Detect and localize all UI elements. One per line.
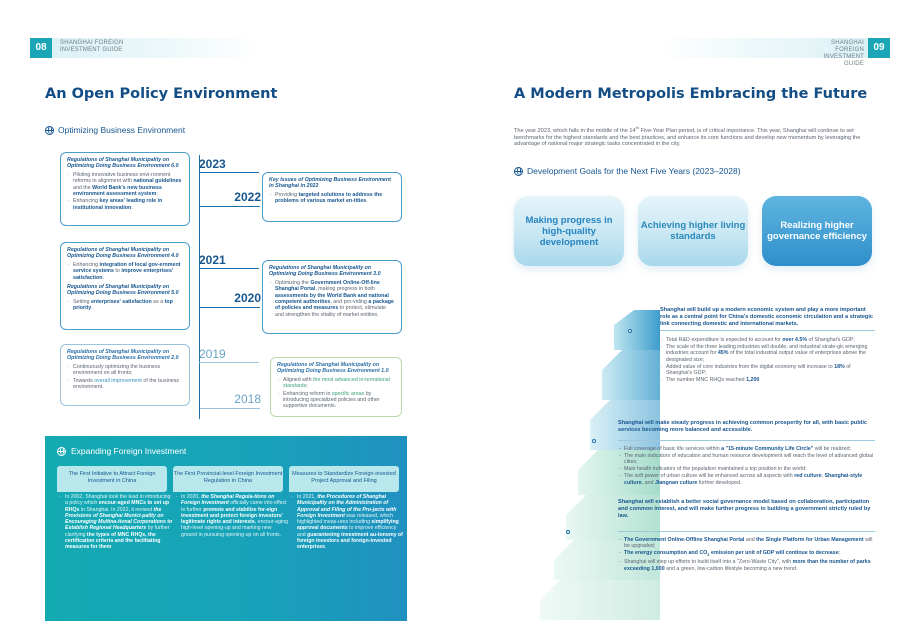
goal-1-item-2: The scale of the three leading industrie…: [660, 344, 875, 363]
box-2019-item-1: Continuously optimizing the business env…: [67, 364, 183, 377]
goal-card-2: Achieving higher living standards: [638, 196, 748, 266]
globe-icon: [57, 446, 66, 456]
goal-3-heading: Shanghai will establish a better social …: [618, 499, 871, 519]
goal-3-item-1: The Government Online-Offline Shanghai P…: [618, 537, 875, 550]
left-page-title: An Open Policy Environment: [45, 86, 278, 102]
box-2018: Regulations of Shanghai Municipality on …: [270, 357, 402, 417]
connector-2022: [200, 206, 260, 207]
left-header-strip: [30, 38, 260, 58]
goal-marker-2: [592, 439, 596, 443]
goal-divider-2: [618, 440, 875, 441]
box-2023: Regulations of Shanghai Municipality on …: [60, 152, 190, 226]
foreign-tab-3: Measures to Standardize Foreign-invested…: [289, 466, 399, 492]
timeline-spine: [199, 155, 201, 419]
box-2021-item-2: Setting enterprises' satisfaction as a t…: [67, 299, 183, 312]
goal-2-item-3: Main health indicators of the population…: [618, 466, 875, 473]
year-2019: 2019: [199, 347, 259, 363]
goal-3-item-3: Shanghai will step up efforts to build i…: [618, 559, 875, 572]
globe-icon: [45, 125, 54, 135]
goal-divider-3: [618, 531, 875, 532]
goal-card-1: Making progress in high-quality developm…: [514, 196, 624, 266]
box-2020-item-1: Optimizing the Government Online-Off-lin…: [269, 280, 395, 318]
goal-2-item-2: The main indicators of education and hum…: [618, 453, 875, 466]
box-2021: Regulations of Shanghai Municipality on …: [60, 242, 190, 330]
connector-2018: [200, 408, 260, 409]
goal-marker-3: [566, 530, 570, 534]
goal-1-item-3: Added value of core industries from the …: [660, 364, 875, 377]
box-2023-item-1: Piloting innovative business envi-ronmen…: [67, 172, 183, 198]
right-header-text: SHANGHAI FOREIGN INVESTMENT GUIDE: [823, 40, 864, 67]
goal-marker-1: [628, 329, 632, 333]
foreign-tab-1: The First Initiative to Attract Foreign …: [57, 466, 167, 492]
year-2018: 2018: [234, 392, 261, 406]
box-2018-item-2: Enhancing reform in specific areas by in…: [277, 391, 395, 410]
left-page-number: 08: [30, 38, 52, 58]
foreign-tab-2: The First Provincial-level Foreign Inves…: [173, 466, 283, 492]
goal-3-item-2: The energy consumption and CO2 emission …: [618, 550, 875, 558]
goal-2-list: Full coverage of basic life services wit…: [618, 446, 875, 486]
goal-2-heading: Shanghai will make steady progress in ac…: [618, 420, 867, 433]
connector-2020: [200, 307, 260, 308]
goal-2-item-1: Full coverage of basic life services wit…: [618, 446, 875, 453]
box-2022-item-1: Providing targeted solutions to address …: [269, 192, 395, 205]
intro-paragraph: The year 2023, which falls in the middle…: [514, 125, 861, 148]
right-page-title: A Modern Metropolis Embracing the Future: [514, 86, 868, 102]
foreign-investment-panel: Expanding Foreign Investment The First I…: [45, 436, 407, 621]
foreign-col-2: ·In 2020, the Shanghai Regula-tions on F…: [176, 494, 288, 538]
box-2021-item-1: Enhancing integration of local gov-ernme…: [67, 262, 183, 281]
year-2023: 2023: [199, 157, 259, 173]
box-2018-item-1: Aligned with the most advanced in-ternat…: [277, 377, 395, 390]
foreign-col-1: ·In 2002, Shanghai took the lead in intr…: [60, 494, 173, 551]
box-2022: Key Issues of Optimizing Business Enviro…: [262, 172, 402, 222]
goal-2-item-4: The soft power of urban culture will be …: [618, 473, 875, 486]
goal-1-heading: Shanghai will build up a modern economic…: [660, 307, 874, 327]
goal-1-item-1: Total R&D expenditure is expected to acc…: [660, 337, 875, 344]
right-page-number: 09: [868, 38, 890, 58]
goal-divider-1: [660, 330, 875, 331]
box-2020: Regulations of Shanghai Municipality on …: [262, 260, 402, 334]
box-2019: Regulations of Shanghai Municipality on …: [60, 344, 190, 406]
goals-section-title: Development Goals for the Next Five Year…: [514, 166, 741, 176]
year-2022: 2022: [234, 190, 261, 204]
right-header-strip: [660, 38, 890, 58]
goal-1-item-4: The number MNC RHQs reached 1,200: [660, 377, 875, 384]
goal-card-3: Realizing higher governance efficiency: [762, 196, 872, 266]
globe-icon: [514, 166, 523, 176]
optimizing-section-title: Optimizing Business Environment: [45, 125, 185, 135]
goal-1-list: Total R&D expenditure is expected to acc…: [660, 337, 875, 384]
box-2023-item-2: Enhancing key areas' leading role in ins…: [67, 198, 183, 211]
year-2021: 2021: [199, 253, 259, 269]
foreign-investment-title: Expanding Foreign Investment: [57, 446, 186, 456]
year-2020: 2020: [234, 291, 261, 305]
left-header-text: SHANGHAI FOREIGN INVESTMENT GUIDE: [60, 40, 124, 53]
box-2019-item-2: Towards overall improvement of the busin…: [67, 378, 183, 391]
goal-3-list: The Government Online-Offline Shanghai P…: [618, 537, 875, 573]
foreign-col-3: ·In 2021, the Procedures of Shanghai Mun…: [292, 494, 403, 551]
